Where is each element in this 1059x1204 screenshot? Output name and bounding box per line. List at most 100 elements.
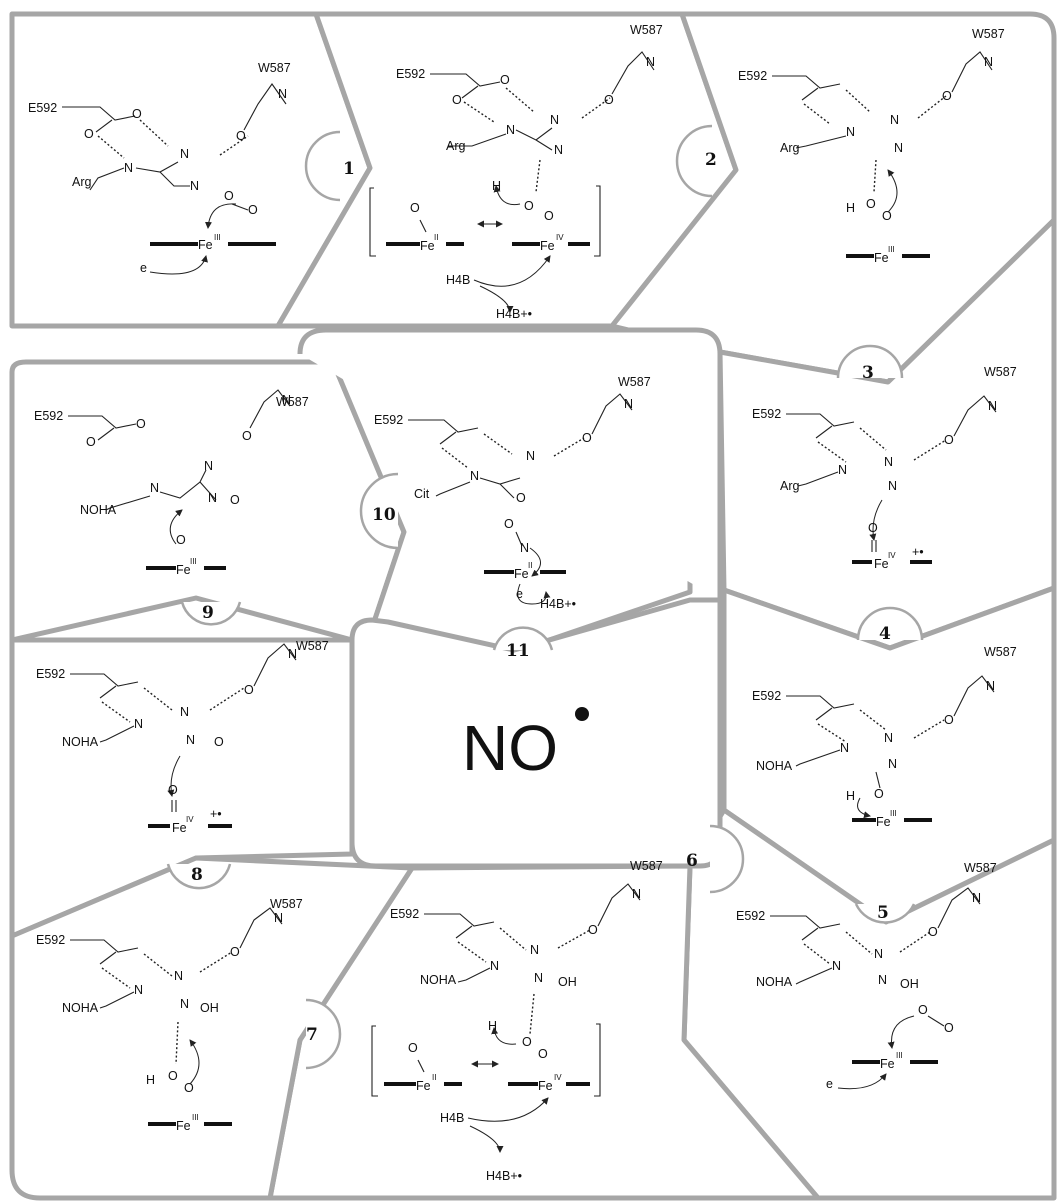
svg-text:N: N [838,463,847,477]
svg-text:e: e [516,587,523,601]
svg-text:O: O [918,1003,928,1017]
svg-text:N: N [874,947,883,961]
radical-dot [575,707,589,721]
structure-step-5: E592 N N NOHA N O N W587 O H Fe III [752,645,1017,829]
svg-text:O: O [588,923,598,937]
svg-text:N: N [884,455,893,469]
svg-text:H: H [846,201,855,215]
svg-text:N: N [530,943,539,957]
svg-text:O: O [132,107,142,121]
svg-text:N: N [888,479,897,493]
svg-text:O: O [176,533,186,547]
svg-text:O: O [136,417,146,431]
svg-text:N: N [278,87,287,101]
panels [9,11,1057,1201]
svg-text:O: O [500,73,510,87]
svg-text:H: H [846,789,855,803]
svg-text:O: O [944,433,954,447]
structure-step-1: E592 O O N N Arg N O N W587 Fe III O O e [28,61,291,275]
svg-text:N: N [150,481,159,495]
svg-text:e: e [140,261,147,275]
svg-text:O: O [230,945,240,959]
svg-text:NOHA: NOHA [80,503,117,517]
svg-text:H4B+•: H4B+• [540,597,576,611]
svg-text:O: O [248,203,258,217]
svg-text:O: O [944,713,954,727]
step-badge-7: 7 [305,998,342,1070]
svg-text:N: N [282,393,291,407]
svg-text:Cit: Cit [414,487,430,501]
svg-text:N: N [646,55,655,69]
svg-text:1: 1 [343,159,355,179]
svg-text:Fe: Fe [176,563,191,577]
svg-text:W587: W587 [258,61,291,75]
structure-step-2: E592 O O N N Arg N O N W587 O O H Fe II … [369,23,663,321]
svg-text:OH: OH [558,975,577,989]
svg-text:N: N [840,741,849,755]
svg-text:H4B+•: H4B+• [486,1169,522,1183]
step-badges: 1 2 3 4 5 6 7 8 [166,124,924,1070]
svg-text:H4B: H4B [440,1111,464,1125]
svg-text:II: II [432,1073,436,1082]
svg-text:E592: E592 [374,413,403,427]
svg-text:O: O [538,1047,548,1061]
svg-text:4: 4 [879,624,891,644]
svg-text:NOHA: NOHA [62,1001,99,1015]
svg-text:N: N [520,541,529,555]
svg-text:W587: W587 [618,375,651,389]
svg-text:N: N [894,141,903,155]
svg-text:NO: NO [462,712,558,784]
center-frame [297,327,723,600]
svg-text:N: N [846,125,855,139]
svg-text:O: O [504,517,514,531]
step-badge-10: 10 [359,472,399,550]
svg-text:O: O [604,93,614,107]
svg-text:W587: W587 [276,395,309,409]
svg-text:II: II [434,233,438,242]
svg-text:Fe: Fe [874,251,889,265]
svg-text:NOHA: NOHA [420,973,457,987]
svg-text:N: N [174,969,183,983]
step-badge-4: 4 [856,606,924,644]
structure-step-4: E592 N N Arg N O N W587 O Fe IV +• [752,365,1017,571]
step-badge-5: 5 [854,903,916,924]
svg-text:IV: IV [556,233,564,242]
svg-text:Arg: Arg [72,175,92,189]
svg-text:N: N [506,123,515,137]
svg-text:O: O [942,89,952,103]
svg-text:O: O [524,199,534,213]
svg-text:H: H [146,1073,155,1087]
svg-text:Arg: Arg [780,479,800,493]
svg-text:W587: W587 [630,23,663,37]
svg-text:III: III [896,1051,903,1060]
svg-text:OH: OH [900,977,919,991]
svg-text:O: O [874,787,884,801]
svg-text:O: O [184,1081,194,1095]
svg-text:N: N [554,143,563,157]
svg-text:N: N [972,891,981,905]
svg-text:W587: W587 [984,365,1017,379]
svg-text:O: O [410,201,420,215]
no-radical-product: NO [462,707,589,784]
svg-text:N: N [878,973,887,987]
svg-text:N: N [884,731,893,745]
svg-text:N: N [888,757,897,771]
svg-text:N: N [832,959,841,973]
svg-text:O: O [944,1021,954,1035]
svg-text:OH: OH [200,1001,219,1015]
svg-text:IV: IV [554,1073,562,1082]
svg-text:Arg: Arg [446,139,466,153]
svg-text:Fe: Fe [874,557,889,571]
svg-text:N: N [124,161,133,175]
svg-text:O: O [866,197,876,211]
svg-text:W587: W587 [964,861,997,875]
svg-text:III: III [214,233,221,242]
svg-text:N: N [986,679,995,693]
svg-text:O: O [928,925,938,939]
svg-text:+•: +• [210,807,222,821]
svg-text:II: II [528,561,532,570]
svg-text:O: O [214,735,224,749]
svg-text:III: III [888,245,895,254]
svg-text:Fe: Fe [538,1079,553,1093]
